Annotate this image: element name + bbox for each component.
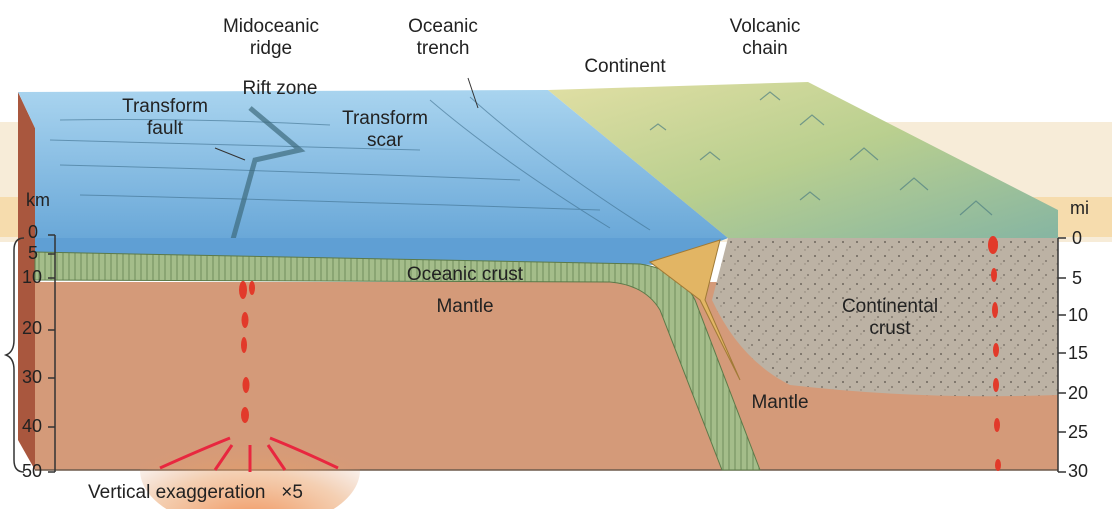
km-tick: 10 xyxy=(22,267,42,288)
mi-tick: 25 xyxy=(1068,422,1088,443)
mi-tick: 5 xyxy=(1072,268,1082,289)
km-tick: 20 xyxy=(22,318,42,339)
mi-tick: 30 xyxy=(1068,461,1088,482)
label-continent: Continent xyxy=(560,56,690,78)
label-oceanic-crust: Oceanic crust xyxy=(380,264,550,286)
label-volcanic-chain: Volcanic chain xyxy=(700,16,830,60)
mi-tick: 0 xyxy=(1072,228,1082,249)
label-midoceanic-ridge: Midoceanic ridge xyxy=(196,16,346,60)
label-mantle-continental: Mantle xyxy=(720,392,840,414)
label-mantle-oceanic: Mantle xyxy=(405,296,525,318)
mi-unit-label: mi xyxy=(1070,198,1089,219)
km-tick: 5 xyxy=(28,243,38,264)
mi-tick: 20 xyxy=(1068,383,1088,404)
mi-tick: 15 xyxy=(1068,343,1088,364)
km-tick: 0 xyxy=(28,222,38,243)
km-tick: 30 xyxy=(22,367,42,388)
label-continental-crust: Continental crust xyxy=(810,296,970,340)
label-vertical-exaggeration: Vertical exaggeration ×5 xyxy=(88,482,408,504)
km-tick: 40 xyxy=(22,416,42,437)
km-tick: 50 xyxy=(22,461,42,482)
km-unit-label: km xyxy=(26,190,50,211)
label-oceanic-trench: Oceanic trench xyxy=(378,16,508,60)
label-transform-scar: Transform scar xyxy=(320,108,450,152)
label-rift-zone: Rift zone xyxy=(215,78,345,100)
mi-tick: 10 xyxy=(1068,305,1088,326)
label-transform-fault: Transform fault xyxy=(100,96,230,140)
